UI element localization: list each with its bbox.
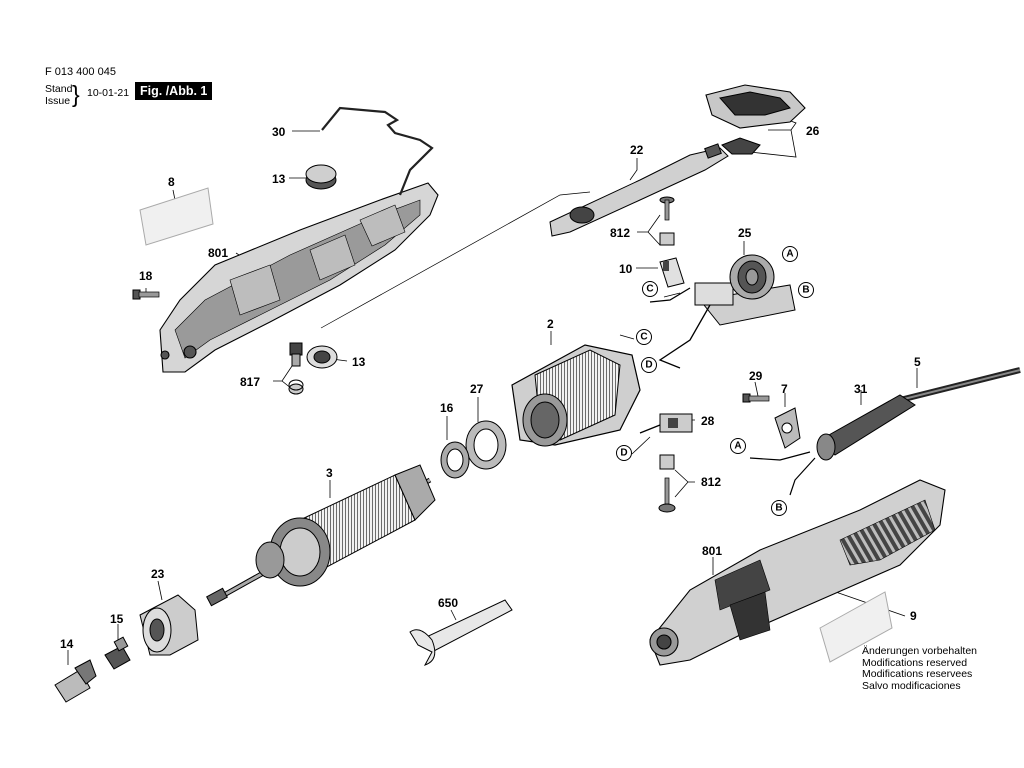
collet-nut-23: [139, 594, 199, 656]
wire-bracket-30: [321, 106, 434, 196]
bearing-16: [440, 441, 470, 479]
bearing-mount-27: [465, 420, 507, 470]
callout-14: 14: [60, 637, 74, 651]
connector-a-bottom: A: [734, 441, 741, 452]
connector-c-mid: C: [640, 332, 647, 343]
callout-29: 29: [749, 369, 763, 383]
document-number: F 013 400 045: [45, 66, 116, 78]
stand-label: Stand: [45, 83, 73, 95]
connector-c-top: C: [646, 284, 653, 295]
screw-812-top: [659, 196, 675, 246]
callout-31: 31: [854, 382, 868, 396]
callout-801-top: 801: [208, 246, 228, 260]
connector-circles: [616, 246, 814, 516]
screw-812-bottom: [658, 454, 676, 513]
callout-15: 15: [110, 612, 124, 626]
callout-16: 16: [440, 401, 454, 415]
callout-817: 817: [240, 375, 260, 389]
cable-clamp-7: [774, 407, 801, 449]
brace-glyph: }: [72, 81, 80, 107]
callout-22: 22: [630, 143, 644, 157]
connector-b-top: B: [802, 285, 809, 296]
callout-3: 3: [326, 466, 333, 480]
brush-holder-plate-22: [549, 143, 729, 237]
callout-27: 27: [470, 382, 484, 396]
callout-18: 18: [139, 269, 153, 283]
field-stator-2: [511, 344, 641, 447]
assembly-guide-line: [320, 191, 591, 329]
note-line: Modifications reserved: [862, 656, 968, 669]
callout-26: 26: [806, 124, 820, 138]
screw-18: [132, 289, 160, 300]
screw-29: [742, 393, 770, 403]
connector-d-bottom: D: [620, 448, 627, 459]
note-line: Modifications reservees: [862, 668, 973, 680]
callout-9: 9: [910, 609, 917, 623]
strain-relief-31: [749, 394, 916, 496]
housing-half-bottom: [649, 479, 946, 666]
wrench-650: [409, 599, 513, 666]
callout-7: 7: [781, 382, 788, 396]
callout-13-top: 13: [272, 172, 286, 186]
callout-8: 8: [168, 175, 175, 189]
callout-13-bottom: 13: [352, 355, 366, 369]
collet-15: [104, 636, 131, 670]
connector-a-top: A: [786, 249, 793, 260]
callout-23: 23: [151, 567, 165, 581]
collet-14: [54, 659, 97, 703]
callout-801-bottom: 801: [702, 544, 722, 558]
connector-d-mid: D: [645, 360, 652, 371]
stand-issue-labels: Stand Issue: [45, 83, 72, 107]
housing-half-top: [159, 182, 439, 373]
figure-label: Fig. /Abb. 1: [135, 82, 213, 100]
label-plate-8: [139, 187, 214, 246]
clip-10: [659, 257, 685, 288]
switch-cover-26: [705, 84, 806, 155]
note-line: Änderungen vorbehalten: [862, 645, 978, 657]
callout-812-top: 812: [610, 226, 630, 240]
brush-28: [639, 413, 693, 434]
callout-650: 650: [438, 596, 458, 610]
callout-25: 25: [738, 226, 752, 240]
callout-5: 5: [914, 355, 921, 369]
armature-3: [206, 464, 436, 607]
issue-date: 10-01-21: [87, 87, 130, 99]
note-line: Salvo modificaciones: [862, 679, 961, 692]
modification-notes: Änderungen vorbehalten Modifications res…: [862, 645, 978, 692]
cable-5: [899, 367, 1021, 403]
ring-13-bottom: [306, 345, 338, 369]
callout-28: 28: [701, 414, 715, 428]
cap-13-top: [305, 164, 337, 190]
connector-b-bottom: B: [775, 503, 782, 514]
callout-812-bottom: 812: [701, 475, 721, 489]
callout-10: 10: [619, 262, 633, 276]
switch-assembly-25: [649, 254, 796, 369]
spindle-lock-817: [288, 342, 304, 395]
issue-label: Issue: [45, 95, 71, 107]
label-plate-9: [819, 591, 893, 663]
callout-2: 2: [547, 317, 554, 331]
callout-30: 30: [272, 125, 286, 139]
